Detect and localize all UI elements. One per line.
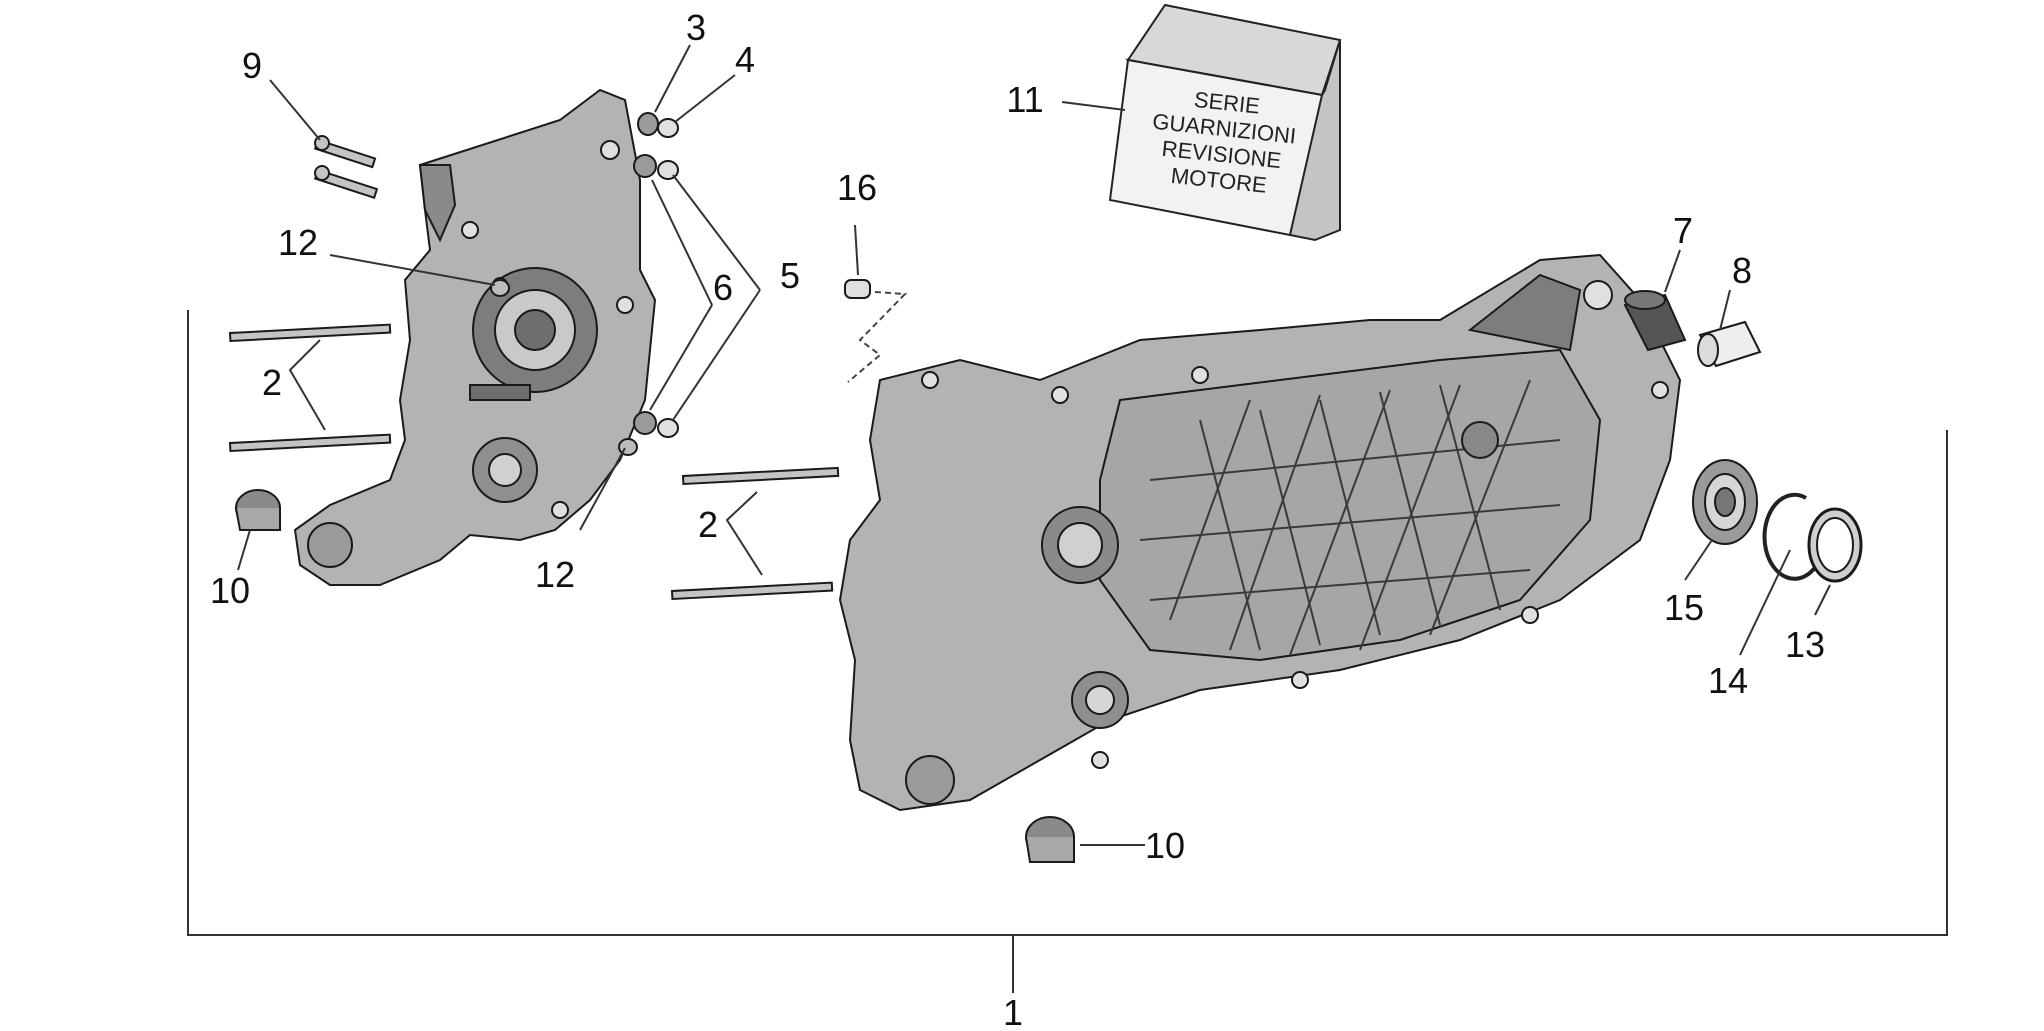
callout-2-right: 2 (698, 504, 718, 545)
bolts (313, 135, 379, 199)
callout-labels: 1 2 2 3 4 5 6 7 8 9 10 10 11 12 12 13 14… (210, 7, 1825, 1031)
callout-16: 16 (837, 167, 877, 208)
bearing-circlip-seal (1692, 459, 1863, 583)
bushing-pin (1623, 290, 1762, 368)
callout-10-left: 10 (210, 570, 250, 611)
callout-12-bottom: 12 (535, 554, 575, 595)
callout-4: 4 (735, 39, 755, 80)
callout-8: 8 (1732, 250, 1752, 291)
callout-5: 5 (780, 255, 800, 296)
callout-11: 11 (1006, 79, 1043, 120)
callout-10-right: 10 (1145, 825, 1185, 866)
gasket-kit-bag: SERIE GUARNIZIONI REVISIONE MOTORE (1108, 3, 1342, 242)
callout-14: 14 (1708, 660, 1748, 701)
left-crankcase-half (293, 88, 657, 586)
callout-13: 13 (1785, 624, 1825, 665)
callout-12-top: 12 (278, 222, 318, 263)
assembly-bracket (187, 310, 1948, 993)
bushings (235, 489, 1075, 863)
ribbed-lattice (1139, 379, 1561, 656)
callout-2-left: 2 (262, 362, 282, 403)
callout-9: 9 (242, 45, 262, 86)
small-parts (490, 112, 908, 456)
right-crankcase-half (838, 253, 1682, 812)
callout-15: 15 (1664, 587, 1704, 628)
leader-lines (237, 44, 1831, 846)
callout-1: 1 (1003, 992, 1023, 1031)
studs (228, 323, 840, 601)
callout-7: 7 (1673, 210, 1693, 251)
callout-3: 3 (686, 7, 706, 48)
callout-6: 6 (713, 267, 733, 308)
